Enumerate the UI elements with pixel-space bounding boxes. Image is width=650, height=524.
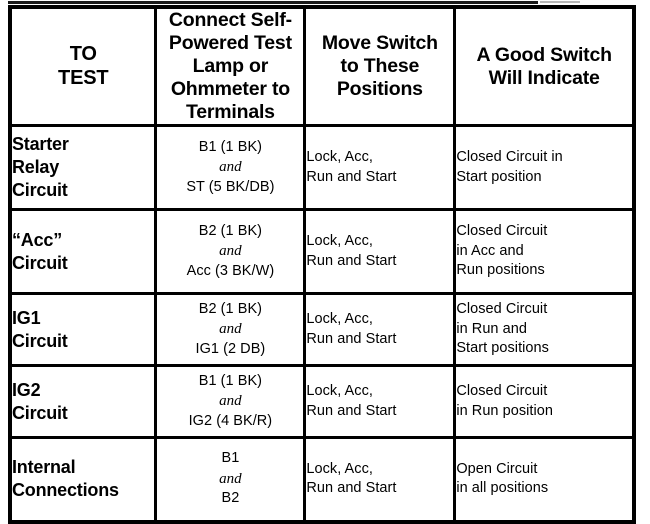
test-line: Starter <box>12 134 69 155</box>
cell-terminals: B2 (1 BK) and IG1 (2 DB) <box>155 293 307 367</box>
cell-switch-positions: Lock, Acc, Run and Start <box>304 437 457 522</box>
cell-test-name: IG1 Circuit <box>10 293 158 367</box>
header-line: to These <box>340 55 420 77</box>
header-line: Will Indicate <box>488 66 600 89</box>
terminal-first: B1 (1 BK) <box>198 138 263 155</box>
header-line: Powered Test <box>168 32 292 54</box>
scan-smudge-light <box>540 1 580 3</box>
test-line: Circuit <box>12 330 68 351</box>
column-header-move-switch: Move Switch to These Positions <box>304 7 457 127</box>
header-line: Lamp or <box>192 55 269 77</box>
indication-line: Open Circuit <box>456 460 538 477</box>
clipped-caption-remnant <box>0 497 650 506</box>
indication-line: Closed Circuit <box>456 222 548 239</box>
test-line: Circuit <box>12 402 68 423</box>
cell-terminals: B1 (1 BK) and ST (5 BK/DB) <box>155 125 307 211</box>
cell-test-name: Starter Relay Circuit <box>10 125 158 211</box>
header-line: Positions <box>336 78 423 100</box>
column-header-to-test: TO TEST <box>10 7 158 127</box>
indication-line: in all positions <box>456 480 549 497</box>
terminal-first: B2 (1 BK) <box>198 300 263 317</box>
header-line: Connect Self- <box>168 9 292 31</box>
terminal-second: ST (5 BK/DB) <box>186 178 275 195</box>
cell-indication: Closed Circuit in Run and Start position… <box>454 293 634 367</box>
indication-line: in Run and <box>456 320 527 337</box>
terminal-second: Acc (3 BK/W) <box>186 262 275 279</box>
header-line: Ohmmeter to <box>170 78 290 100</box>
position-line: Run and Start <box>306 168 397 185</box>
cell-indication: Closed Circuit in Start position <box>454 125 634 211</box>
terminal-first: B1 <box>221 450 240 467</box>
position-line: Run and Start <box>306 480 397 497</box>
cell-switch-positions: Lock, Acc, Run and Start <box>304 365 457 439</box>
cell-switch-positions: Lock, Acc, Run and Start <box>304 293 457 367</box>
terminal-second: IG1 (2 DB) <box>195 340 266 357</box>
cell-indication: Closed Circuit in Run position <box>454 365 634 439</box>
test-line: IG1 <box>12 307 41 328</box>
scan-edge-artifact <box>0 0 650 5</box>
position-line: Lock, Acc, <box>306 460 373 477</box>
test-line: “Acc” <box>12 229 63 250</box>
indication-line: Closed Circuit <box>456 382 548 399</box>
test-line: Connections <box>12 480 119 501</box>
column-header-connect-terminals: Connect Self- Powered Test Lamp or Ohmme… <box>155 7 307 127</box>
table-row: “Acc” Circuit B2 (1 BK) and Acc (3 BK/W)… <box>10 209 634 295</box>
cell-terminals: B1 and B2 <box>155 437 307 522</box>
test-line: Internal <box>12 457 76 478</box>
position-line: Run and Start <box>306 330 397 347</box>
terminal-conjunction: and <box>219 393 242 410</box>
table-row: IG1 Circuit B2 (1 BK) and IG1 (2 DB) Loc… <box>10 293 634 367</box>
cell-terminals: B1 (1 BK) and IG2 (4 BK/R) <box>155 365 307 439</box>
cell-switch-positions: Lock, Acc, Run and Start <box>304 125 457 211</box>
terminal-conjunction: and <box>219 159 242 176</box>
table-row: Internal Connections B1 and B2 Lock, Acc… <box>10 437 634 522</box>
indication-line: Start position <box>456 168 542 185</box>
cell-indication: Closed Circuit in Acc and Run positions <box>454 209 634 295</box>
switch-test-table: TO TEST Connect Self- Powered Test Lamp … <box>8 5 636 524</box>
header-line: Move Switch <box>321 32 438 54</box>
position-line: Lock, Acc, <box>306 382 373 399</box>
terminal-second: IG2 (4 BK/R) <box>188 412 273 429</box>
cell-test-name: IG2 Circuit <box>10 365 158 439</box>
header-line: TO <box>69 42 97 65</box>
indication-line: Closed Circuit in <box>456 148 563 165</box>
header-line: TEST <box>58 66 109 89</box>
header-line: Terminals <box>185 101 275 123</box>
header-line: A Good Switch <box>476 43 612 66</box>
cell-terminals: B2 (1 BK) and Acc (3 BK/W) <box>155 209 307 295</box>
position-line: Lock, Acc, <box>306 148 373 165</box>
cell-indication: Open Circuit in all positions <box>455 438 634 522</box>
cell-switch-positions: Lock, Acc, Run and Start <box>304 209 457 295</box>
terminal-first: B2 (1 BK) <box>198 222 263 239</box>
indication-line: Closed Circuit <box>456 300 548 317</box>
scan-smudge-dark <box>8 1 538 4</box>
column-header-good-switch-indicate: A Good Switch Will Indicate <box>454 7 634 127</box>
caption-ghost-text <box>0 497 650 506</box>
terminal-second: B2 <box>221 490 240 507</box>
indication-line: in Acc and <box>456 242 524 259</box>
cell-test-name: “Acc” Circuit <box>10 209 158 295</box>
terminal-conjunction: and <box>219 321 242 338</box>
table-row: IG2 Circuit B1 (1 BK) and IG2 (4 BK/R) L… <box>10 365 634 439</box>
terminal-conjunction: and <box>219 243 242 260</box>
table-row: Starter Relay Circuit B1 (1 BK) and ST (… <box>10 125 634 211</box>
indication-line: in Run position <box>456 402 553 419</box>
position-line: Lock, Acc, <box>306 310 373 327</box>
position-line: Run and Start <box>306 402 397 419</box>
terminal-conjunction: and <box>219 471 242 488</box>
test-line: Circuit <box>12 179 68 200</box>
test-line: Relay <box>12 157 60 178</box>
test-line: Circuit <box>12 252 68 273</box>
position-line: Run and Start <box>306 252 397 269</box>
indication-line: Run positions <box>456 262 545 279</box>
table-header-row: TO TEST Connect Self- Powered Test Lamp … <box>10 7 634 127</box>
cell-test-name: Internal Connections <box>10 437 158 522</box>
terminal-first: B1 (1 BK) <box>198 372 263 389</box>
position-line: Lock, Acc, <box>306 232 373 249</box>
test-line: IG2 <box>12 379 41 400</box>
indication-line: Start positions <box>456 340 549 357</box>
